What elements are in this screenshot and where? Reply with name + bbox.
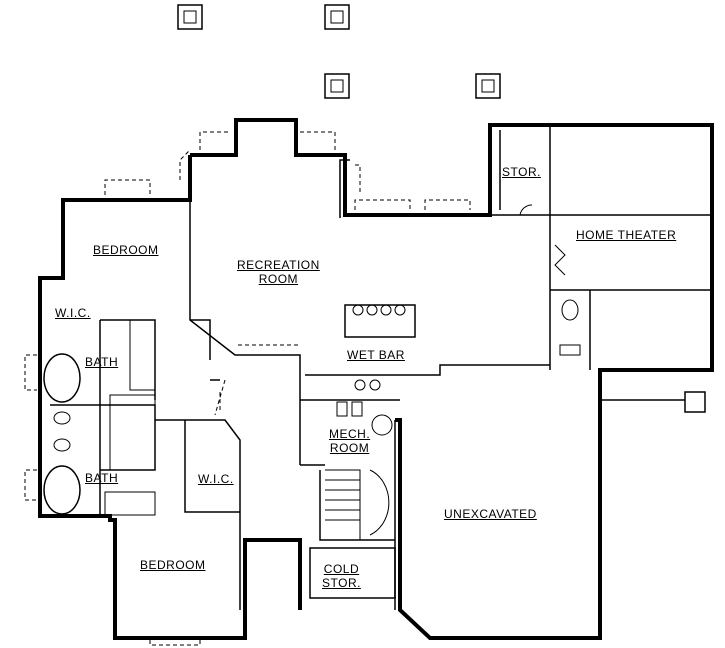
column-footings: [177, 4, 501, 99]
bathtub-bottom: [43, 465, 81, 515]
room-label-wet-bar: WET BAR: [347, 348, 405, 362]
room-label-stor: STOR.: [502, 165, 541, 179]
fixtures: [43, 204, 581, 540]
interior-walls: [50, 125, 712, 610]
room-label-mech-room: MECH. ROOM: [329, 427, 371, 455]
shower: [109, 394, 156, 471]
room-label-recreation-room: RECREATION ROOM: [237, 258, 320, 286]
room-label-home-theater: HOME THEATER: [576, 228, 677, 242]
wet-bar-island: [344, 304, 416, 338]
room-label-bedroom-bottom: BEDROOM: [140, 558, 206, 572]
room-label-bath-bottom: BATH: [85, 471, 119, 485]
room-label-unexcavated: UNEXCAVATED: [444, 507, 537, 521]
vanity-bottom: [104, 491, 156, 516]
vanity-top: [129, 319, 156, 391]
room-label-wic-top: W.I.C.: [55, 306, 91, 320]
window-bays: [24, 131, 471, 646]
room-label-bath-top: BATH: [85, 355, 119, 369]
room-label-wic-bottom: W.I.C.: [198, 472, 234, 486]
bathtub-top: [43, 353, 81, 403]
room-label-bedroom-top: BEDROOM: [93, 243, 159, 257]
room-label-cold-stor: COLD STOR.: [322, 562, 361, 590]
exterior-wall-left: [38, 155, 302, 640]
exterior-wall: [190, 118, 714, 640]
